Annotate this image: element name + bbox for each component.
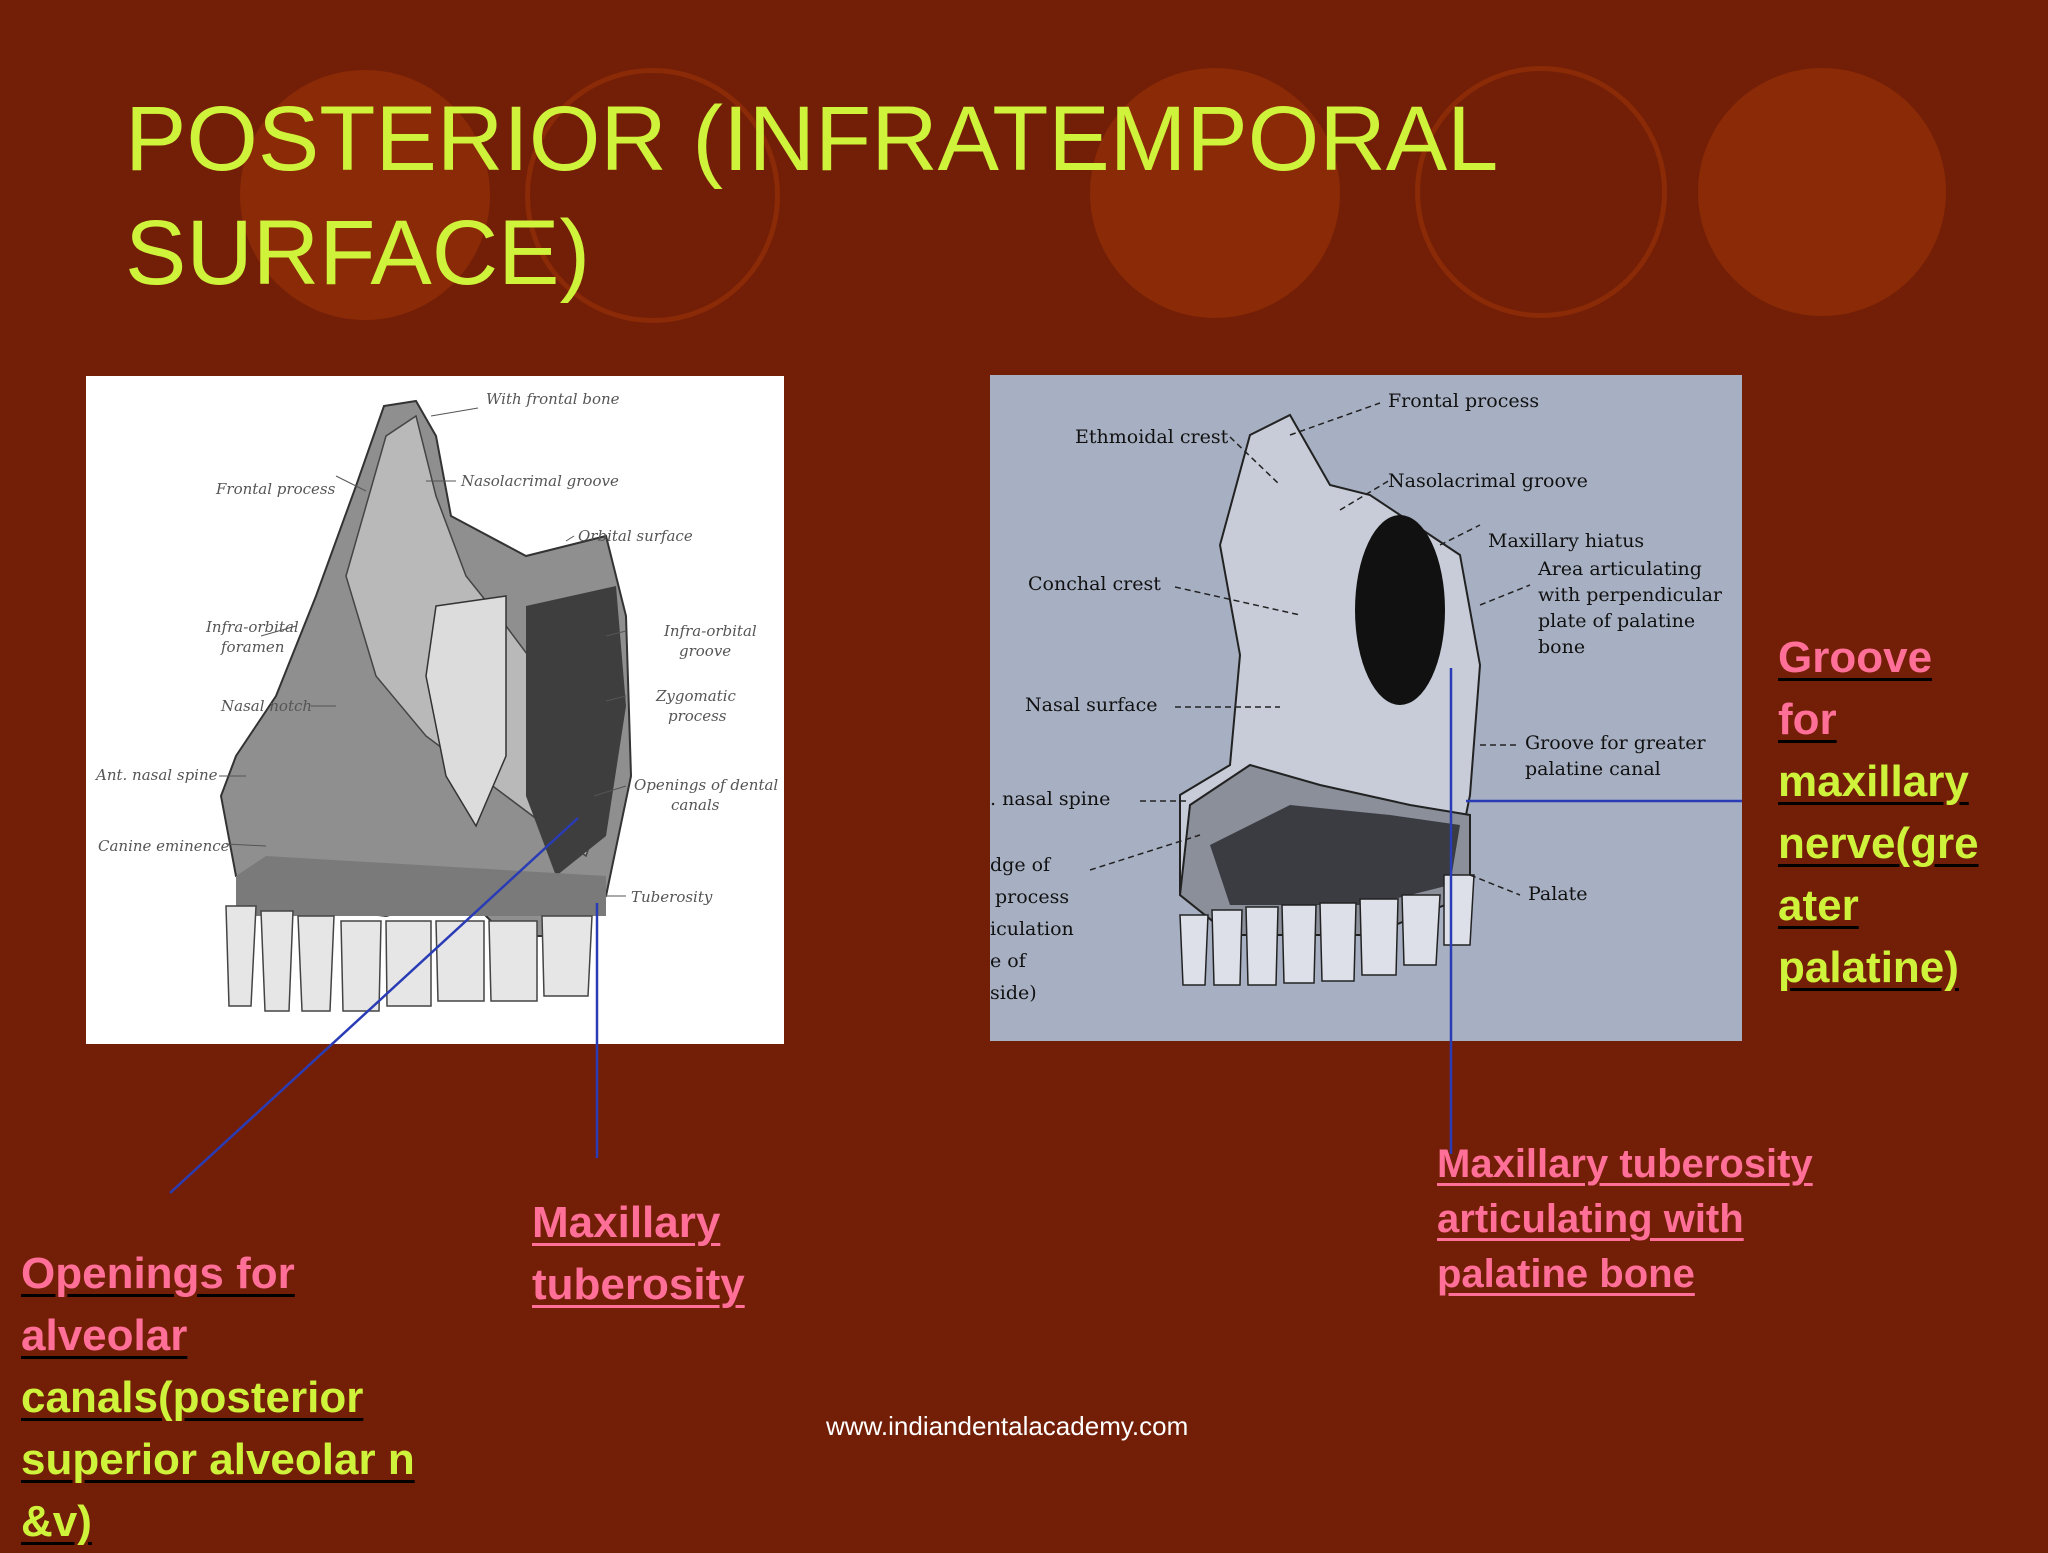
label-groove-line-4: nerve(gre — [1778, 819, 1979, 868]
fig2-label-9: Conchal crest — [1028, 573, 1161, 595]
fig1-label-3: Nasolacrimal groove — [460, 472, 619, 490]
label-groove-line-6: palatine) — [1778, 943, 1959, 992]
label-openings-line-3: canals(posterior — [21, 1373, 364, 1422]
fig2-label-5: Area articulating — [1537, 558, 1702, 580]
maxilla-posterior-figure: With frontal bone Frontal process Nasola… — [86, 376, 784, 1044]
fig2-label-2: Ethmoidal crest — [1075, 426, 1229, 448]
label-openings-line-1: Openings for — [21, 1249, 295, 1298]
label-groove-line-5: ater — [1778, 881, 1859, 930]
fig1-label-4: Orbital surface — [578, 527, 693, 545]
fig2-label-13: . nasal spine — [990, 788, 1110, 810]
fig1-label-13: Openings of dental — [634, 776, 778, 794]
label-openings-line-4: superior alveolar n — [21, 1435, 415, 1484]
fig2-label-8: bone — [1538, 636, 1585, 658]
label-groove-line-3: maxillary — [1778, 757, 1969, 806]
label-maxillary-tuberosity: Maxillary tuberosity — [532, 1192, 745, 1316]
fig1-label-10: Zygomatic — [655, 687, 737, 705]
label-articulating-line-3: palatine bone — [1437, 1252, 1695, 1296]
fig2-label-16: process — [995, 886, 1069, 908]
fig1-label-9: Nasal notch — [220, 697, 312, 715]
label-tuberosity-line-2: tuberosity — [532, 1260, 745, 1309]
decor-circle-5 — [1698, 68, 1946, 316]
fig1-label-1: With frontal bone — [486, 390, 620, 408]
label-articulating-line-2: articulating with — [1437, 1197, 1744, 1241]
label-groove-maxillary-nerve: Groove for maxillary nerve(gre ater pala… — [1778, 627, 1979, 999]
fig2-label-19: side) — [990, 982, 1037, 1004]
maxilla-medial-illustration: Frontal process Ethmoidal crest Nasolacr… — [990, 390, 1723, 1004]
fig2-label-6: with perpendicular — [1538, 584, 1723, 606]
label-articulating-line-1: Maxillary tuberosity — [1437, 1142, 1813, 1186]
slide-title: POSTERIOR (INFRATEMPORAL SURFACE) — [125, 88, 1495, 304]
decor-ring-2 — [525, 68, 780, 323]
maxilla-illustration: With frontal bone Frontal process Nasola… — [94, 390, 778, 1012]
fig2-label-10: Nasal surface — [1025, 694, 1157, 716]
label-openings-alveolar-canals: Openings for alveolar canals(posterior s… — [21, 1243, 415, 1553]
fig2-label-4: Maxillary hiatus — [1488, 530, 1644, 552]
fig1-label-15: Canine eminence — [98, 837, 230, 855]
fig1-label-14: canals — [671, 796, 720, 814]
fig2-label-11: Groove for greater — [1525, 732, 1706, 754]
fig2-label-7: plate of palatine — [1538, 610, 1695, 632]
fig2-label-12: palatine canal — [1525, 758, 1661, 780]
fig1-label-5: Infra-orbital — [205, 618, 299, 636]
decor-ring-4 — [1415, 66, 1667, 318]
fig1-label-11: process — [668, 707, 727, 725]
fig1-label-16: Tuberosity — [631, 888, 713, 906]
fig2-label-1: Frontal process — [1388, 390, 1539, 412]
label-tuberosity-articulating: Maxillary tuberosity articulating with p… — [1437, 1137, 1813, 1302]
decor-circle-3 — [1090, 68, 1340, 318]
label-groove-line-1: Groove — [1778, 633, 1933, 682]
fig1-label-12: Ant. nasal spine — [94, 766, 218, 784]
label-tuberosity-line-1: Maxillary — [532, 1198, 721, 1247]
fig1-label-7: Infra-orbital — [663, 622, 757, 640]
maxilla-medial-figure: Frontal process Ethmoidal crest Nasolacr… — [990, 375, 1742, 1041]
label-groove-line-2: for — [1778, 695, 1837, 744]
fig2-label-15: dge of — [990, 854, 1052, 876]
label-openings-line-2: alveolar — [21, 1311, 188, 1360]
label-openings-line-5: &v) — [21, 1497, 92, 1546]
fig1-label-2: Frontal process — [215, 480, 336, 498]
fig2-label-17: iculation — [990, 918, 1074, 940]
fig1-label-8: groove — [679, 642, 731, 660]
decor-circle-1 — [240, 70, 490, 320]
fig2-label-18: e of — [990, 950, 1028, 972]
fig2-label-14: Palate — [1528, 883, 1588, 905]
fig2-label-3: Nasolacrimal groove — [1388, 470, 1588, 492]
fig1-label-6: foramen — [220, 638, 284, 656]
footer-url: www.indiandentalacademy.com — [826, 1411, 1189, 1441]
